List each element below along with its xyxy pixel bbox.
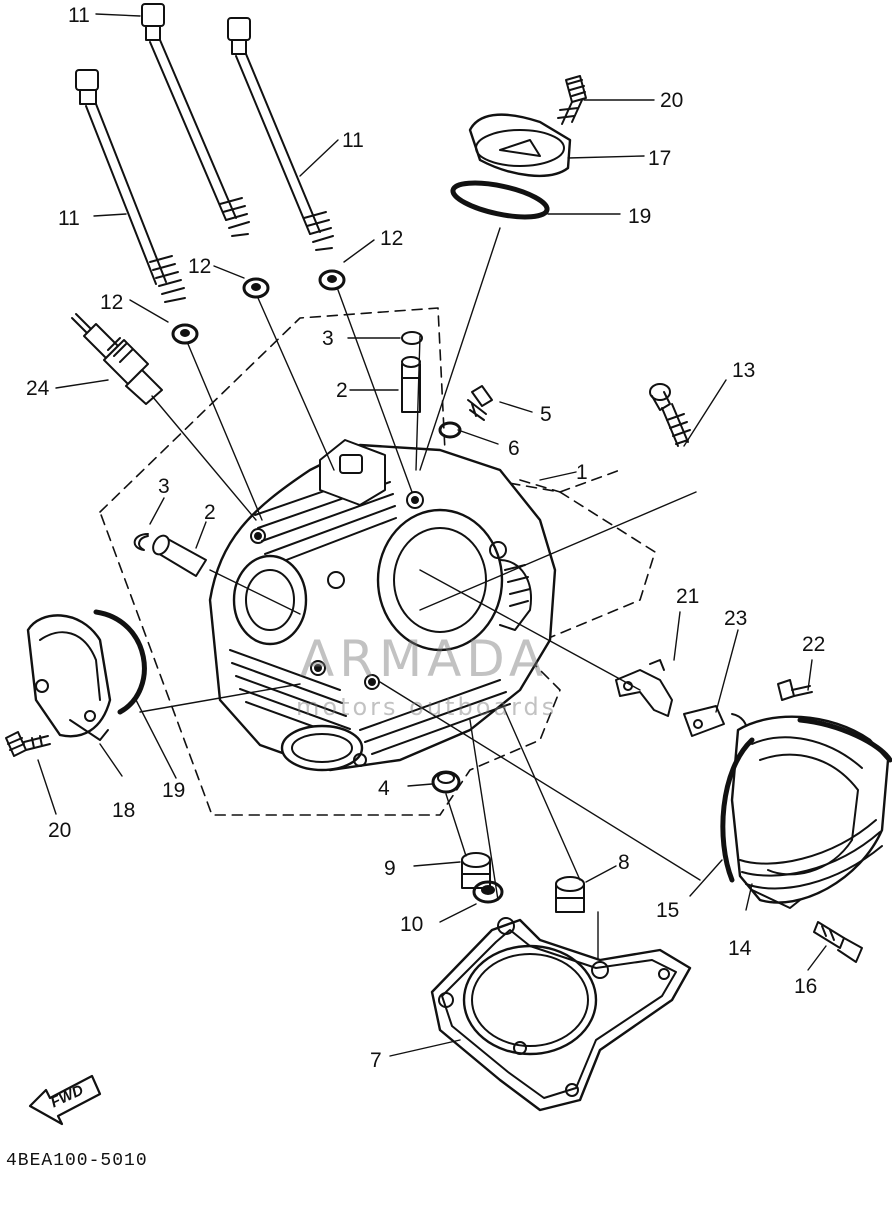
callout-18: 18 [112, 799, 136, 822]
part1-leader-dashed [519, 469, 621, 493]
washer-6 [438, 421, 462, 439]
bolt-22 [777, 679, 813, 701]
bolt-16 [813, 921, 863, 963]
bolt-long-3 [227, 17, 334, 251]
bolt-long-1 [75, 69, 186, 303]
callout-19: 19 [628, 205, 652, 228]
callout-15: 15 [656, 899, 680, 922]
callout-12: 12 [380, 227, 404, 250]
callout-12: 12 [188, 255, 212, 278]
head-cover-14 [730, 715, 890, 909]
bolt-13 [649, 383, 691, 447]
callout-10: 10 [400, 913, 424, 936]
callout-20: 20 [48, 819, 72, 842]
callout-23: 23 [724, 607, 748, 630]
callout-9: 9 [384, 857, 396, 880]
callout-13: 13 [732, 359, 756, 382]
diagram-code: 4BEA100-5010 [6, 1151, 148, 1171]
side-cover-18 [26, 614, 112, 741]
washer-12-right [318, 269, 346, 291]
callout-6: 6 [508, 437, 520, 460]
callout-22: 22 [802, 633, 826, 656]
bolt-20-left [5, 731, 51, 757]
callout-11: 11 [342, 129, 364, 152]
o-ring-19-left [93, 609, 147, 715]
callout-19: 19 [162, 779, 186, 802]
cylinder-head [208, 439, 557, 772]
valve-guide-left [152, 534, 207, 577]
circlip-top [401, 331, 423, 345]
bolt-20-top [557, 75, 587, 125]
callout-8: 8 [618, 851, 630, 874]
leader-lines [37, 13, 827, 1057]
bracket-21 [615, 659, 673, 717]
assembly-dashed-outline [99, 307, 656, 816]
callout-1: 1 [576, 461, 588, 484]
callout-24: 24 [26, 377, 50, 400]
valve-guide-top [401, 356, 421, 413]
callout-2: 2 [204, 501, 216, 524]
washer-12-mid [242, 277, 270, 299]
fwd-arrow [28, 1074, 102, 1126]
callout-5: 5 [540, 403, 552, 426]
o-ring-19-top [450, 180, 550, 220]
spark-plug [71, 313, 163, 405]
gasket-7 [430, 917, 692, 1112]
watermark-title: ARMADA [300, 630, 549, 688]
cover-17 [468, 113, 572, 178]
seal-4 [431, 770, 461, 794]
callout-7: 7 [370, 1049, 382, 1072]
washer-12-left [171, 323, 199, 345]
bolt-5 [467, 385, 493, 421]
callout-3: 3 [322, 327, 334, 350]
callout-3: 3 [158, 475, 170, 498]
callout-20: 20 [660, 89, 684, 112]
callout-16: 16 [794, 975, 818, 998]
washer-10 [472, 880, 504, 904]
callout-17: 17 [648, 147, 672, 170]
callout-11: 11 [58, 207, 80, 230]
callout-2: 2 [336, 379, 348, 402]
callout-14: 14 [728, 937, 752, 960]
callout-12: 12 [100, 291, 124, 314]
callout-4: 4 [378, 777, 390, 800]
callout-11: 11 [68, 4, 90, 27]
callout-21: 21 [676, 585, 700, 608]
watermark-subtitle: motors outboards [296, 693, 558, 721]
dowel-8 [555, 876, 585, 913]
gasket-15 [720, 717, 892, 883]
bolt-long-2 [141, 3, 250, 237]
circlip-left [133, 533, 149, 551]
